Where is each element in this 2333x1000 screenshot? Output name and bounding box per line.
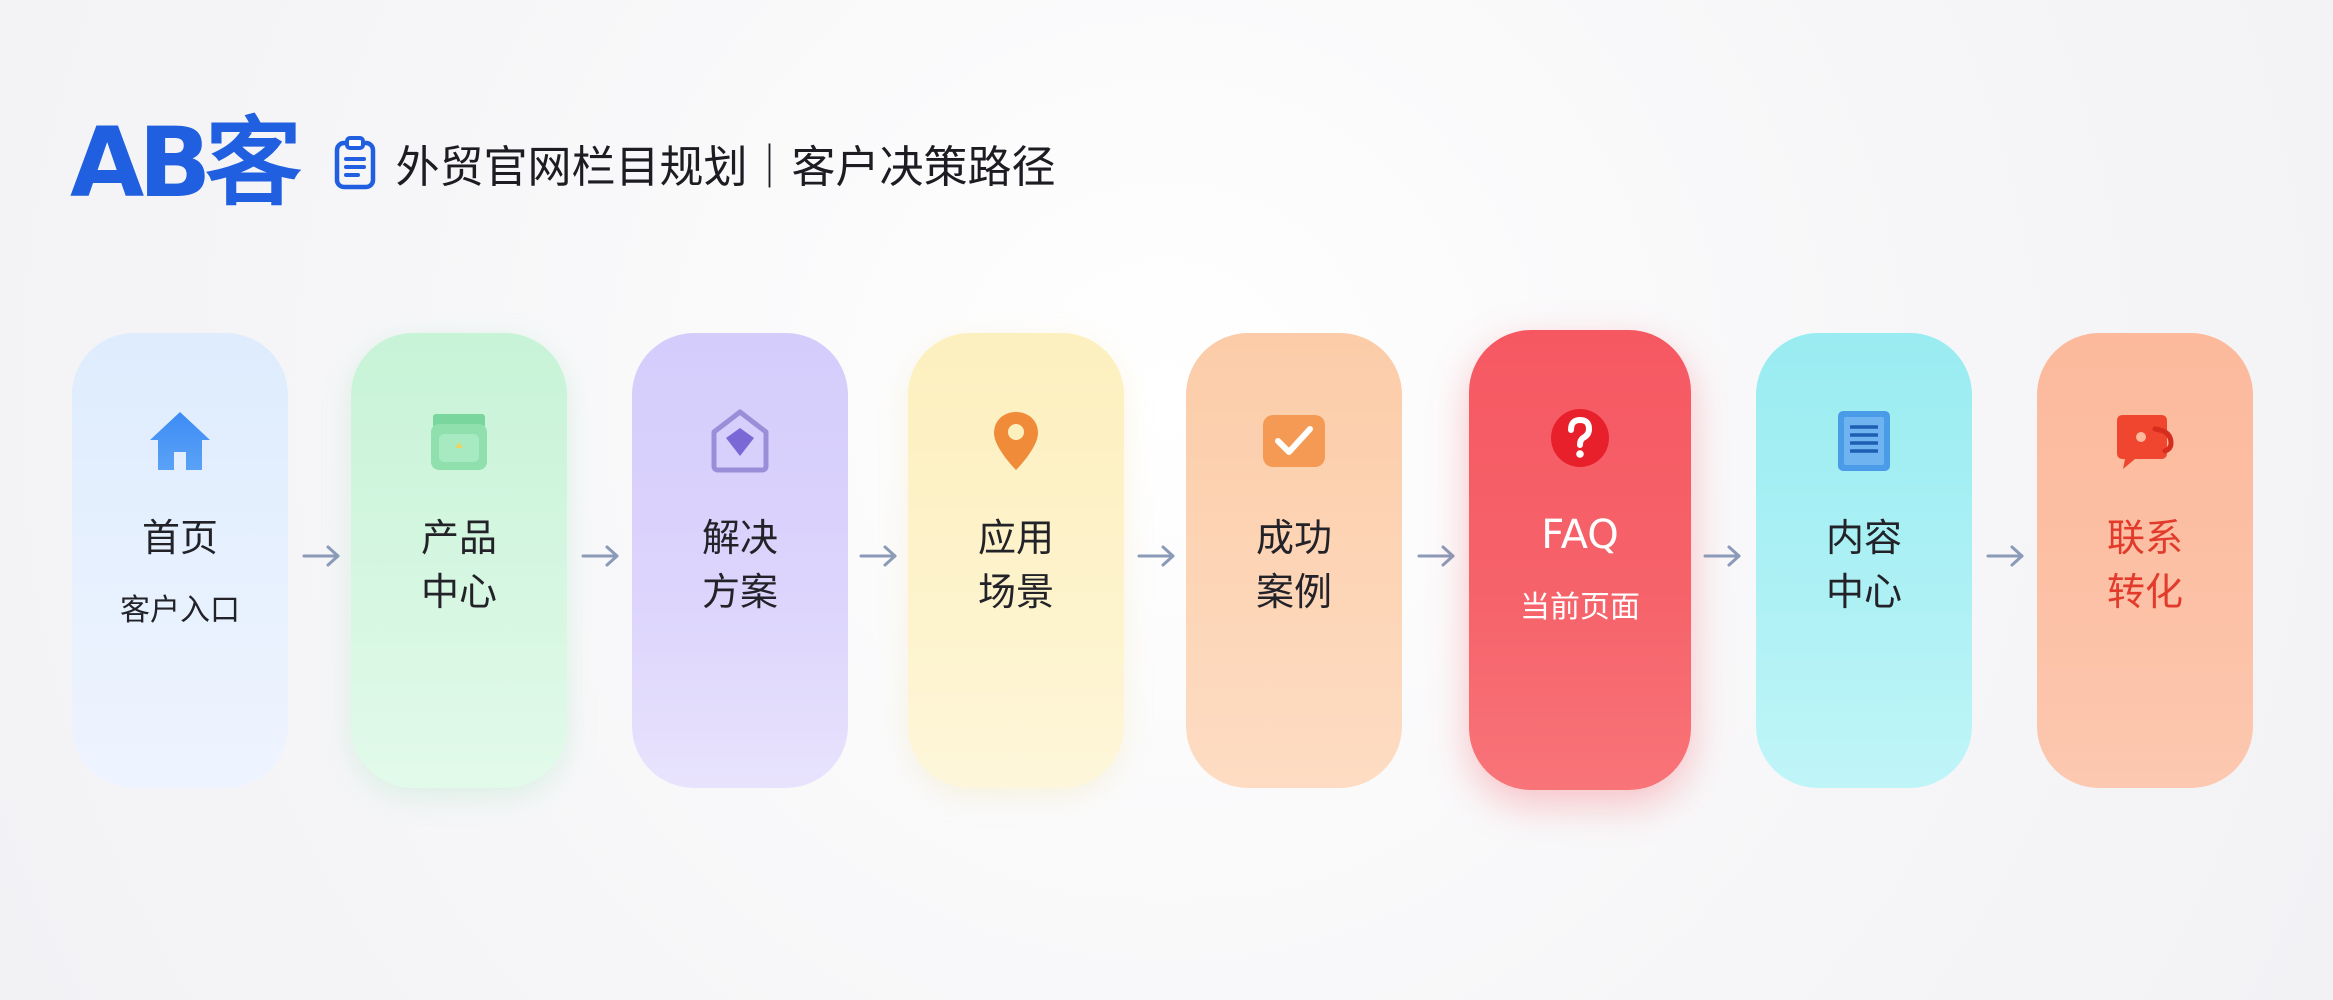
step-label: 内容 中心	[1825, 516, 1902, 614]
step-label: 应用 场景	[977, 516, 1054, 614]
step-label: 产品 中心	[420, 516, 497, 614]
flow-step-faq-current[interactable]: FAQ 当前页面	[1469, 330, 1691, 790]
question-icon	[1544, 402, 1616, 474]
contact-icon	[2109, 405, 2181, 477]
location-pin-icon	[980, 405, 1052, 477]
arrow-icon	[1417, 545, 1455, 567]
step-sub: 客户入口	[120, 593, 240, 628]
flow-step-cases[interactable]: 成功 案例	[1186, 333, 1402, 788]
logo-text: AB客	[70, 107, 301, 219]
brand-logo[interactable]: AB客	[70, 107, 301, 219]
arrow-icon	[859, 545, 897, 567]
step-label: 联系 转化	[2106, 516, 2183, 614]
home-icon	[144, 405, 216, 477]
document-icon	[1828, 405, 1900, 477]
check-badge-icon	[1258, 405, 1330, 477]
arrow-icon	[1703, 545, 1741, 567]
step-label: FAQ	[1541, 512, 1619, 558]
flow-step-products[interactable]: 产品 中心	[351, 333, 567, 788]
solution-icon	[704, 405, 776, 477]
arrow-icon	[1137, 545, 1175, 567]
flow-step-home[interactable]: 首页 客户入口	[72, 333, 288, 788]
step-label: 成功 案例	[1255, 516, 1332, 614]
step-label: 首页	[141, 516, 218, 560]
flow-step-content[interactable]: 内容 中心	[1756, 333, 1972, 788]
flow-step-scenarios[interactable]: 应用 场景	[908, 333, 1124, 788]
product-box-icon	[423, 405, 495, 477]
page-title: 外贸官网栏目规划｜客户决策路径	[395, 142, 1056, 193]
step-label: 解决 方案	[701, 516, 778, 614]
arrow-icon	[581, 545, 619, 567]
arrow-icon	[1986, 545, 2024, 567]
arrow-icon	[302, 545, 340, 567]
flow-step-solutions[interactable]: 解决 方案	[632, 333, 848, 788]
flow-step-contact[interactable]: 联系 转化	[2037, 333, 2253, 788]
decision-flow: 首页 客户入口 产品 中心	[72, 330, 2262, 790]
clipboard-icon	[329, 134, 381, 192]
header: AB客 外贸官网栏目规划｜客户决策路径	[70, 107, 1055, 219]
step-sub: 当前页面	[1520, 590, 1640, 625]
header-title-wrap: 外贸官网栏目规划｜客户决策路径	[329, 131, 1055, 195]
